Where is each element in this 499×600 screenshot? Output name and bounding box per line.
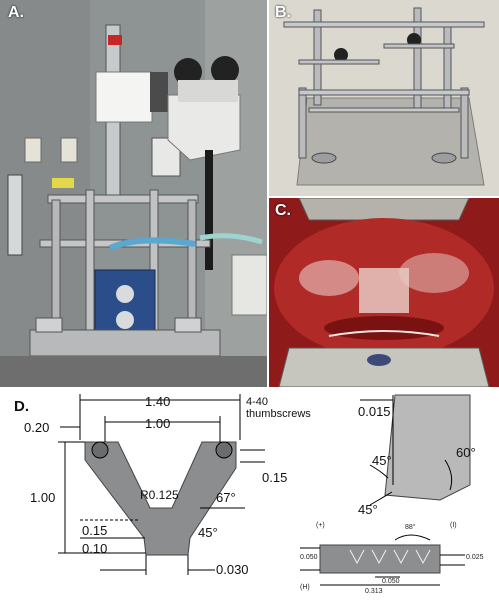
panel-c-label: C.: [275, 202, 291, 219]
dim-teeth-height-right: 0.025: [466, 554, 484, 561]
dim-width-inner: 1.00: [145, 416, 171, 431]
dim-tip-angle-a: 45°: [372, 453, 392, 468]
dim-teeth-height-left: 0.050: [300, 554, 318, 561]
panel-a-drawing: [0, 0, 267, 387]
dim-teeth-top-left: (+): [316, 522, 325, 529]
dim-tip-angle-b: 60°: [456, 445, 476, 460]
dim-teeth-top-right: (I): [450, 522, 457, 529]
dim-thumbscrews: 4-40 thumbscrews: [246, 396, 311, 420]
dim-width-total: 1.40: [145, 394, 171, 409]
dim-angle-outer: 67°: [216, 490, 236, 505]
panel-d-label: D.: [14, 398, 29, 415]
panel-b-photo: B.: [269, 0, 499, 196]
dim-teeth-bottom-left: (H): [300, 584, 310, 591]
dim-tip-width: 0.030: [216, 562, 249, 577]
dim-tip-height-a: 0.15: [82, 523, 108, 538]
dim-left-offset: 0.20: [24, 420, 50, 435]
dim-height-total: 1.00: [30, 490, 56, 505]
dim-radius: R0.125: [140, 488, 179, 502]
dim-teeth-angle: 88°: [405, 524, 416, 531]
dim-teeth-pitch: 0.050: [382, 578, 400, 585]
dim-tip-height-b: 0.10: [82, 541, 108, 556]
panel-b-drawing: [269, 0, 499, 196]
dim-screw-gap: 0.15: [262, 470, 288, 485]
panel-d-graphics: [58, 394, 471, 586]
panel-a-label: A.: [8, 4, 24, 21]
dim-angle-inner: 45°: [198, 525, 218, 540]
panel-c-photo: C.: [269, 198, 499, 387]
panel-b-label: B.: [275, 4, 291, 21]
dim-tip-offset: 0.015: [358, 404, 391, 419]
panel-d-drawings: D. 1.40 1.00 0.20 1.00 4-40 thumbscrews …: [0, 390, 499, 600]
panel-c-drawing: [269, 198, 499, 387]
dim-teeth-length: 0.313: [365, 588, 383, 595]
panel-a-photo: A.: [0, 0, 267, 387]
dim-tip-angle-c: 45°: [358, 502, 378, 517]
